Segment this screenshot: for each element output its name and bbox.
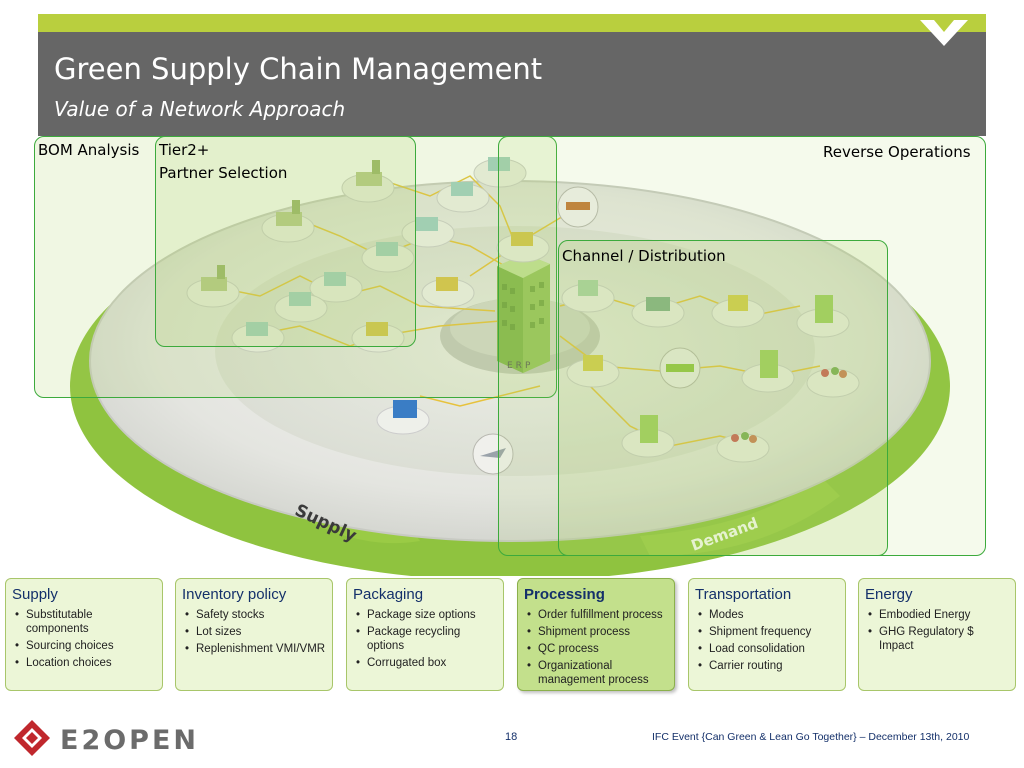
list-item: Lot sizes (182, 625, 326, 639)
list-item: Location choices (12, 656, 156, 670)
erp-building (497, 254, 550, 373)
header-notch-icon (920, 20, 968, 46)
footer-event-text: IFC Event {Can Green & Lean Go Together}… (652, 731, 970, 743)
transport-icons (472, 186, 701, 475)
header-accent-bar (38, 14, 986, 32)
erp-label: ERP (507, 361, 533, 371)
list-item: QC process (524, 642, 668, 656)
tier2-label: Tier2+ (159, 141, 210, 159)
bom-analysis-zone (34, 136, 557, 398)
list-item: Replenishment VMI/VMR (182, 642, 326, 656)
supply-chain-diagram: ERP Supply Demand (0, 136, 1024, 581)
packaging-box-title: Packaging (353, 586, 424, 603)
slide-subtitle: Value of a Network Approach (54, 97, 346, 121)
e2open-logo: E2OPEN (14, 720, 199, 756)
demand-band (640, 476, 840, 556)
channel-distribution-zone (558, 240, 888, 556)
tier2-partner-zone (155, 136, 416, 347)
list-item: GHG Regulatory $ Impact (865, 625, 1009, 653)
energy-box-title: Energy (865, 586, 913, 603)
list-item: Safety stocks (182, 608, 326, 622)
inventory-policy-box-title: Inventory policy (182, 586, 287, 603)
slide-header (38, 32, 986, 136)
processing-box-title: Processing (524, 586, 605, 603)
partner-selection-label: Partner Selection (159, 164, 288, 182)
energy-box: Energy Embodied Energy GHG Regulatory $ … (858, 578, 1016, 691)
list-item: Shipment frequency (695, 625, 839, 639)
list-item: Load consolidation (695, 642, 839, 656)
inventory-policy-box: Inventory policy Safety stocks Lot sizes… (175, 578, 333, 691)
supply-box: Supply Substitutable components Sourcing… (5, 578, 163, 691)
list-item: Package size options (353, 608, 497, 622)
slide-title: Green Supply Chain Management (54, 52, 543, 86)
list-item: Substitutable components (12, 608, 156, 636)
list-item: Modes (695, 608, 839, 622)
list-item: Order fulfillment process (524, 608, 668, 622)
list-item: Shipment process (524, 625, 668, 639)
supplier-node-icons (186, 157, 550, 353)
distribution-node-icons (376, 280, 860, 463)
list-item: Organizational management process (524, 659, 668, 687)
list-item: Sourcing choices (12, 639, 156, 653)
logo-wordmark: E2OPEN (60, 725, 199, 756)
channel-distribution-label: Channel / Distribution (562, 247, 726, 265)
reverse-operations-zone (498, 136, 986, 556)
reverse-operations-label: Reverse Operations (823, 143, 971, 161)
supply-box-title: Supply (12, 586, 58, 603)
packaging-box: Packaging Package size options Package r… (346, 578, 504, 691)
network-illustration: ERP Supply Demand (70, 157, 950, 581)
transportation-box-title: Transportation (695, 586, 792, 603)
processing-box: Processing Order fulfillment process Shi… (517, 578, 675, 691)
transportation-box: Transportation Modes Shipment frequency … (688, 578, 846, 691)
list-item: Embodied Energy (865, 608, 1009, 622)
list-item: Corrugated box (353, 656, 497, 670)
bom-analysis-label: BOM Analysis (38, 141, 140, 159)
page-number: 18 (505, 731, 518, 743)
list-item: Carrier routing (695, 659, 839, 673)
list-item: Package recycling options (353, 625, 497, 653)
